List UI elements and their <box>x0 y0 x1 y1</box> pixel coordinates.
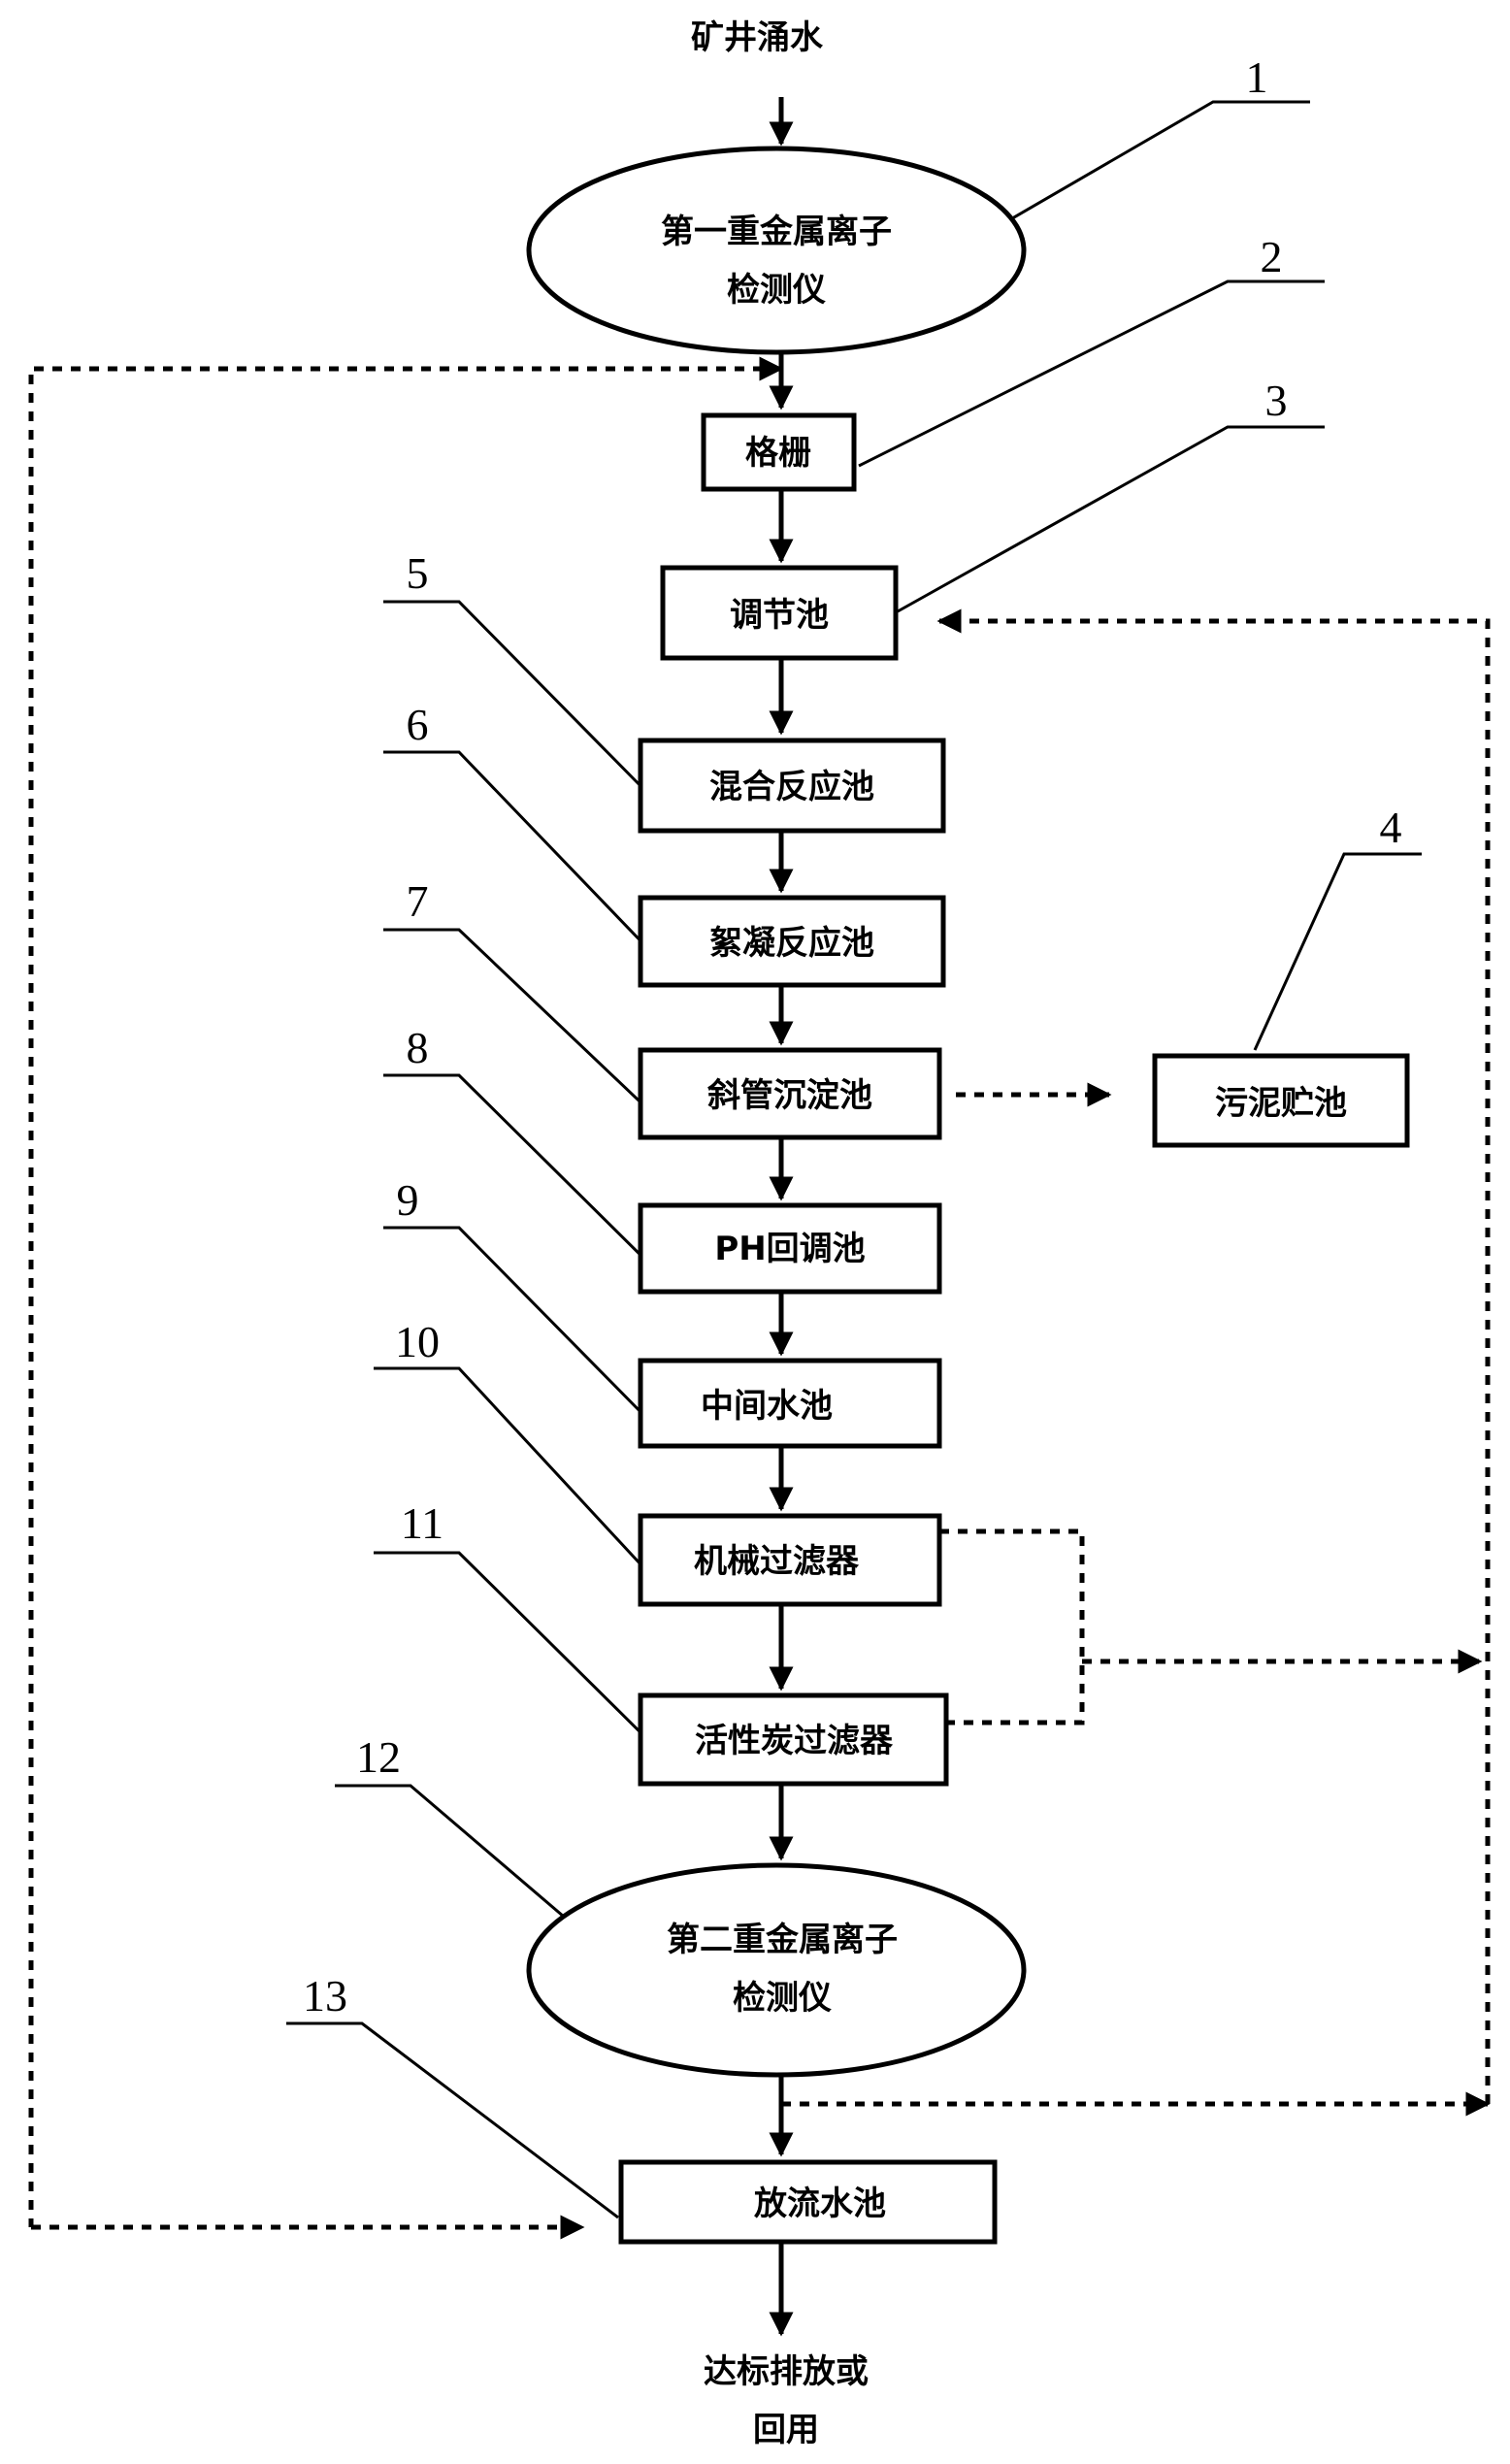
discharge-pool-box: 放流水池 <box>618 2159 998 2245</box>
ref-number-3: 3 <box>1265 376 1288 425</box>
detector2-label-line2: 检测仪 <box>733 1979 832 2018</box>
reference-numbers: 1 2 3 4 5 6 7 8 9 10 11 12 13 <box>303 52 1402 2020</box>
activated-carbon-filter-box: 活性炭过滤器 <box>638 1692 949 1787</box>
mixing-reaction-pool-box: 混合反应池 <box>638 738 946 834</box>
leader-line-10 <box>374 1366 657 1582</box>
return-to-regulating-dashed-arrow <box>936 608 1491 2104</box>
output-label-line2: 回用 <box>753 2411 819 2449</box>
leader-line-9 <box>383 1226 657 1429</box>
ref-number-7: 7 <box>407 876 429 926</box>
leader-line-2 <box>858 279 1325 468</box>
mechanical-filter-box: 机械过滤器 <box>638 1513 942 1607</box>
detector1-label-line2: 检测仪 <box>727 271 826 310</box>
leader-line-8 <box>383 1073 657 1271</box>
ref-number-10: 10 <box>395 1317 440 1366</box>
ph-readjust-pool-label: PH回调池 <box>714 1230 865 1268</box>
filter-backwash-dashed-line <box>939 1528 1085 1725</box>
second-heavy-metal-ion-detector: 第二重金属离子 检测仪 <box>526 1862 1027 2078</box>
intermediate-pool-box: 中间水池 <box>638 1358 942 1449</box>
mixing-reaction-pool-label: 混合反应池 <box>709 768 874 806</box>
inclined-tube-sedimentation-box: 斜管沉淀池 <box>638 1047 942 1140</box>
ref-number-12: 12 <box>356 1732 401 1782</box>
ref-number-5: 5 <box>407 548 429 598</box>
ph-readjust-pool-box: PH回调池 <box>638 1202 942 1295</box>
flocculation-reaction-pool-label: 絮凝反应池 <box>709 924 874 963</box>
leader-line-7 <box>383 928 657 1118</box>
ref-number-2: 2 <box>1261 232 1283 281</box>
discharge-pool-label: 放流水池 <box>754 2185 886 2223</box>
leader-line-11 <box>374 1551 657 1749</box>
detector2-label-line1: 第二重金属离子 <box>667 1921 898 1959</box>
grille-box: 格栅 <box>701 412 857 492</box>
flocculation-reaction-pool-box: 絮凝反应池 <box>638 895 946 988</box>
first-heavy-metal-ion-detector: 第一重金属离子 检测仪 <box>526 146 1027 355</box>
mechanical-filter-label: 机械过滤器 <box>694 1542 860 1581</box>
leader-line-5 <box>383 600 657 803</box>
leader-line-1 <box>969 100 1310 245</box>
dashed-flow-paths <box>28 356 1491 2240</box>
grille-label: 格栅 <box>745 434 811 473</box>
leader-line-4 <box>1253 852 1422 1051</box>
ref-number-4: 4 <box>1380 803 1402 852</box>
inclined-tube-sedimentation-label: 斜管沉淀池 <box>707 1076 872 1115</box>
detector1-label-line1: 第一重金属离子 <box>661 213 892 251</box>
input-label: 矿井涌水 <box>691 18 824 57</box>
ref-number-11: 11 <box>401 1498 443 1548</box>
ref-number-13: 13 <box>303 1971 347 2020</box>
ref-number-9: 9 <box>397 1175 419 1225</box>
regulating-pool-label: 调节池 <box>730 596 829 635</box>
ref-number-8: 8 <box>407 1023 429 1072</box>
leader-line-12 <box>335 1784 605 1953</box>
leader-line-6 <box>383 750 657 958</box>
leader-line-13 <box>286 2021 619 2219</box>
output-label-line1: 达标排放或 <box>704 2352 869 2391</box>
intermediate-pool-label: 中间水池 <box>701 1387 833 1426</box>
leader-lines <box>286 100 1422 2219</box>
ref-number-1: 1 <box>1246 52 1268 102</box>
sludge-storage-tank-box: 污泥贮池 <box>1152 1053 1410 1148</box>
regulating-pool-box: 调节池 <box>660 565 899 661</box>
activated-carbon-filter-label: 活性炭过滤器 <box>695 1722 894 1760</box>
leader-line-3 <box>897 425 1325 613</box>
ref-number-6: 6 <box>407 700 429 749</box>
sludge-storage-tank-label: 污泥贮池 <box>1215 1084 1347 1123</box>
